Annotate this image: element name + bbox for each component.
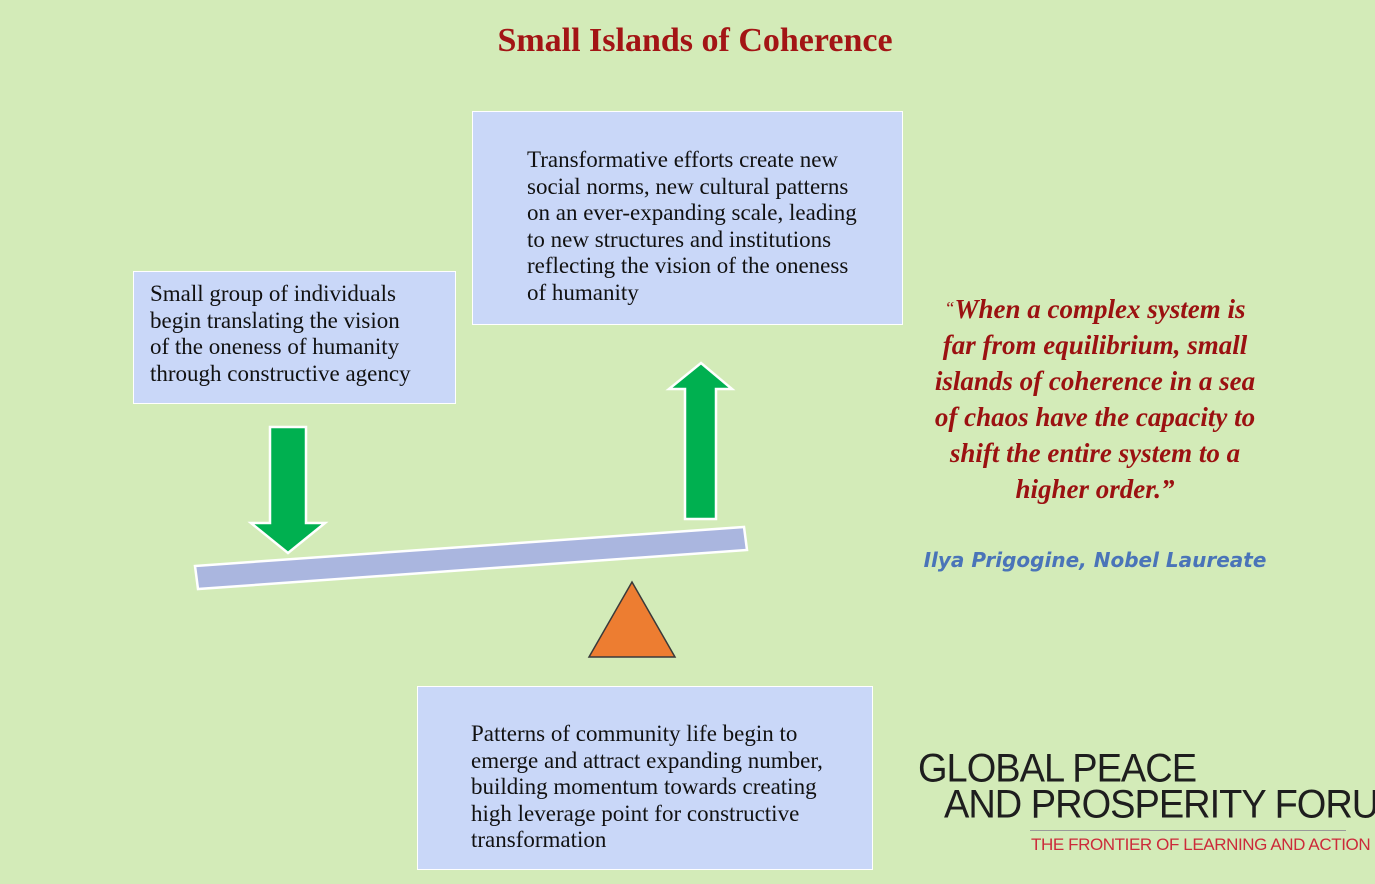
logo-line-2: AND PROSPERITY FORUM <box>944 782 1375 828</box>
box-line: high leverage point for constructive <box>471 800 800 826</box>
forum-logo: GLOBAL PEACE AND PROSPERITY FORUM THE FR… <box>918 746 1375 858</box>
logo-divider <box>1030 830 1346 831</box>
down-arrow-icon <box>247 425 329 555</box>
box-line: reflecting the vision of the oneness <box>527 253 849 278</box>
box-small-group: Small group of individuals begin transla… <box>133 271 456 404</box>
page-title: Small Islands of Coherence <box>497 22 893 59</box>
logo-line-1: GLOBAL PEACE <box>918 746 1197 792</box>
fulcrum-triangle <box>587 580 677 658</box>
box-transformative-efforts: Transformative efforts create new social… <box>472 111 903 325</box>
open-quote-mark: “ <box>944 298 955 318</box>
box-community-patterns: Patterns of community life begin to emer… <box>417 686 873 870</box>
box-line: through constructive agency <box>150 360 411 386</box>
box-line: social norms, new cultural patterns <box>527 173 849 199</box>
box-line: of humanity <box>527 279 639 305</box>
quote-line: islands of coherence in a sea <box>934 366 1256 396</box>
up-arrow-icon <box>665 361 736 521</box>
quote-line: far from equilibrium, small <box>942 330 1248 360</box>
box-line: emerge and attract expanding number, <box>471 747 823 773</box>
logo-tagline: THE FRONTIER OF LEARNING AND ACTION <box>1031 835 1371 854</box>
box-line: begin translating the vision <box>150 307 400 333</box>
quote-line: “When a complex system is <box>910 290 1280 327</box>
box-line: on an ever-expanding scale, leading <box>527 200 857 225</box>
quote-line: shift the entire system to a <box>949 438 1241 468</box>
box-line: to new structures and institutions <box>527 226 832 252</box>
box-line: Patterns of community life begin to <box>471 721 798 746</box>
lever-bar <box>193 525 749 591</box>
quote-attribution: Ilya Prigogine, Nobel Laureate <box>923 548 1267 572</box>
quote-line: higher order.” <box>1015 474 1175 504</box>
box-line: transformation <box>471 827 607 852</box>
quote-line: of chaos have the capacity to <box>934 402 1256 432</box>
quote-text: When a complex system is <box>954 294 1246 324</box>
box-line: building momentum towards creating <box>471 774 817 799</box>
box-line: Transformative efforts create new <box>527 147 839 172</box>
box-line: Small group of individuals <box>150 281 396 306</box>
box-line: of the oneness of humanity <box>150 334 400 359</box>
prigogine-quote: “When a complex system is far from equil… <box>910 290 1280 507</box>
